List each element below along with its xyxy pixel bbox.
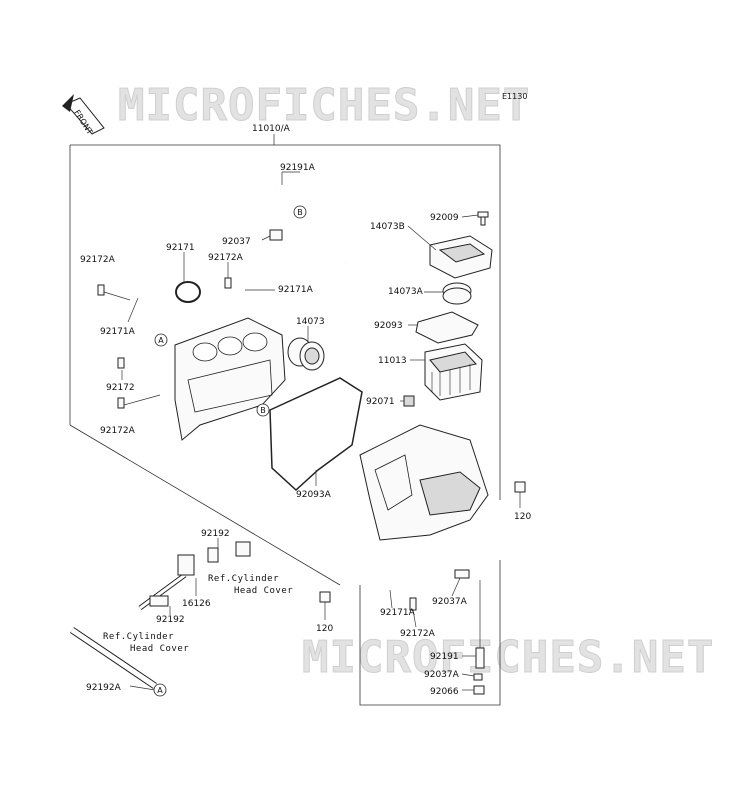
breather-hose xyxy=(269,184,347,264)
part-label: 92066 xyxy=(430,687,459,697)
part-label: 92191A xyxy=(280,163,316,173)
grommet-92071 xyxy=(403,395,415,407)
part-label: 120 xyxy=(316,624,333,634)
bolt-92172a-mid xyxy=(224,277,232,289)
part-label: 92172A xyxy=(400,629,436,639)
gasket-92093a xyxy=(269,377,363,492)
svg-text:A: A xyxy=(158,336,164,345)
part-label: 92171A xyxy=(380,608,416,618)
part-label: 92172A xyxy=(208,253,244,263)
bolt-92009 xyxy=(477,211,489,226)
bolt-120-right xyxy=(514,481,526,493)
part-labels: 92191A 92037 92009 14073B 92171 92172A 9… xyxy=(80,163,531,697)
duct-14073 xyxy=(287,337,325,371)
part-label: 92071 xyxy=(366,397,395,407)
part-label: 14073 xyxy=(296,317,325,327)
part-label: 14073A xyxy=(388,287,424,297)
bolt-92172a-lower xyxy=(117,397,125,409)
part-label: 120 xyxy=(514,512,531,522)
bolt-120-lower xyxy=(319,591,331,603)
bolt-92172a-left xyxy=(97,284,105,296)
lower-hose-assembly xyxy=(70,541,251,689)
svg-text:B: B xyxy=(297,208,303,217)
callout-a-lower: A xyxy=(153,683,167,697)
part-label: 92192 xyxy=(156,615,185,625)
part-label: 92191 xyxy=(430,652,459,662)
assembly-label: 11010/A xyxy=(252,124,291,134)
front-arrow-icon: FRONT xyxy=(62,94,105,136)
callout-b-upper: B xyxy=(293,205,307,219)
part-label: 92009 xyxy=(430,213,459,223)
part-label: 92093 xyxy=(374,321,403,331)
part-label: 92171A xyxy=(278,285,314,295)
svg-text:A: A xyxy=(157,686,163,695)
svg-text:B: B xyxy=(260,406,266,415)
part-label: Head Cover xyxy=(234,586,293,596)
clamp-92171 xyxy=(175,281,201,303)
air-filter-element xyxy=(424,343,483,401)
part-label: 92192 xyxy=(201,529,230,539)
part-label: 92172A xyxy=(80,255,116,265)
watermark-bottom: MICROFICHES.NET xyxy=(302,632,714,683)
part-label: Ref.Cylinder xyxy=(208,574,279,584)
leader-lines xyxy=(103,171,521,691)
part-label: 16126 xyxy=(182,599,211,609)
part-label: Head Cover xyxy=(130,644,189,654)
part-label: 92037 xyxy=(222,237,251,247)
part-label: 14073B xyxy=(370,222,405,232)
part-label: 92172A xyxy=(100,426,136,436)
part-label: 92192A xyxy=(86,683,122,693)
assembly-frame xyxy=(70,144,501,500)
seal-92093 xyxy=(415,311,479,344)
callout-a-upper: A xyxy=(154,333,168,347)
watermark-top: MICROFICHES.NET xyxy=(118,80,530,131)
part-label: Ref.Cylinder xyxy=(103,632,174,642)
part-label: 92093A xyxy=(296,490,332,500)
air-box-cover xyxy=(429,235,493,279)
part-label: 92037A xyxy=(424,670,460,680)
callout-b-lower: B xyxy=(256,403,270,417)
part-label: 92171 xyxy=(166,243,195,253)
bolt-92172 xyxy=(117,357,125,369)
part-label: 92172 xyxy=(106,383,135,393)
upper-air-duct-housing xyxy=(174,317,286,441)
diagram-code: E1130 xyxy=(502,92,527,101)
part-label: 92171A xyxy=(100,327,136,337)
air-box-housing xyxy=(359,424,489,541)
part-label: 92037A xyxy=(432,597,468,607)
part-label: 11013 xyxy=(378,356,407,366)
